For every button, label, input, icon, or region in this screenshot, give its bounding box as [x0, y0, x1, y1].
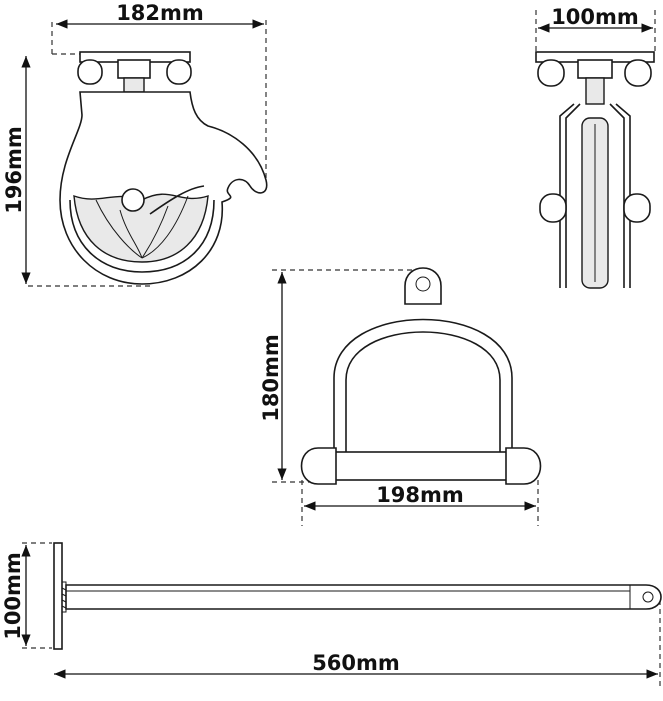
- dim-label-handle-width: 198mm: [376, 483, 464, 507]
- mount-bolt-right: [166, 59, 192, 85]
- handle-grip: [321, 451, 523, 481]
- pulley-front-view: 182mm 196mm: [2, 1, 268, 287]
- pulley-side-view: 100mm: [535, 5, 656, 289]
- dim-label-pulley-width: 182mm: [116, 1, 204, 25]
- dim-label-handle-height: 180mm: [259, 334, 283, 422]
- handle-eyelet: [404, 267, 442, 305]
- side-bolt-right: [624, 59, 652, 87]
- handle-end-left: [300, 447, 337, 485]
- side-swivel-block: [577, 59, 613, 79]
- stirrup-handle: 180mm 198mm: [259, 267, 542, 526]
- dim-label-pulley-height: 196mm: [2, 126, 26, 214]
- swivel-shaft: [123, 77, 145, 93]
- side-knob-left: [539, 193, 567, 223]
- handle-end-right: [505, 447, 542, 485]
- side-swivel-shaft: [585, 77, 605, 105]
- dim-label-side-width: 100mm: [551, 5, 639, 29]
- pulley-axle: [121, 188, 145, 212]
- mounting-bar: 100mm 560mm: [1, 542, 662, 690]
- bar-tube: [65, 584, 662, 610]
- bar-base-plate: [53, 542, 63, 650]
- mount-bolt-left: [77, 59, 103, 85]
- dim-label-bar-length: 560mm: [312, 651, 400, 675]
- dim-label-bar-height: 100mm: [1, 552, 25, 640]
- bar-end-hole: [642, 591, 654, 603]
- side-knob-right: [623, 193, 651, 223]
- side-bolt-left: [537, 59, 565, 87]
- swivel-block: [117, 59, 151, 79]
- pulley-recess: [69, 199, 215, 273]
